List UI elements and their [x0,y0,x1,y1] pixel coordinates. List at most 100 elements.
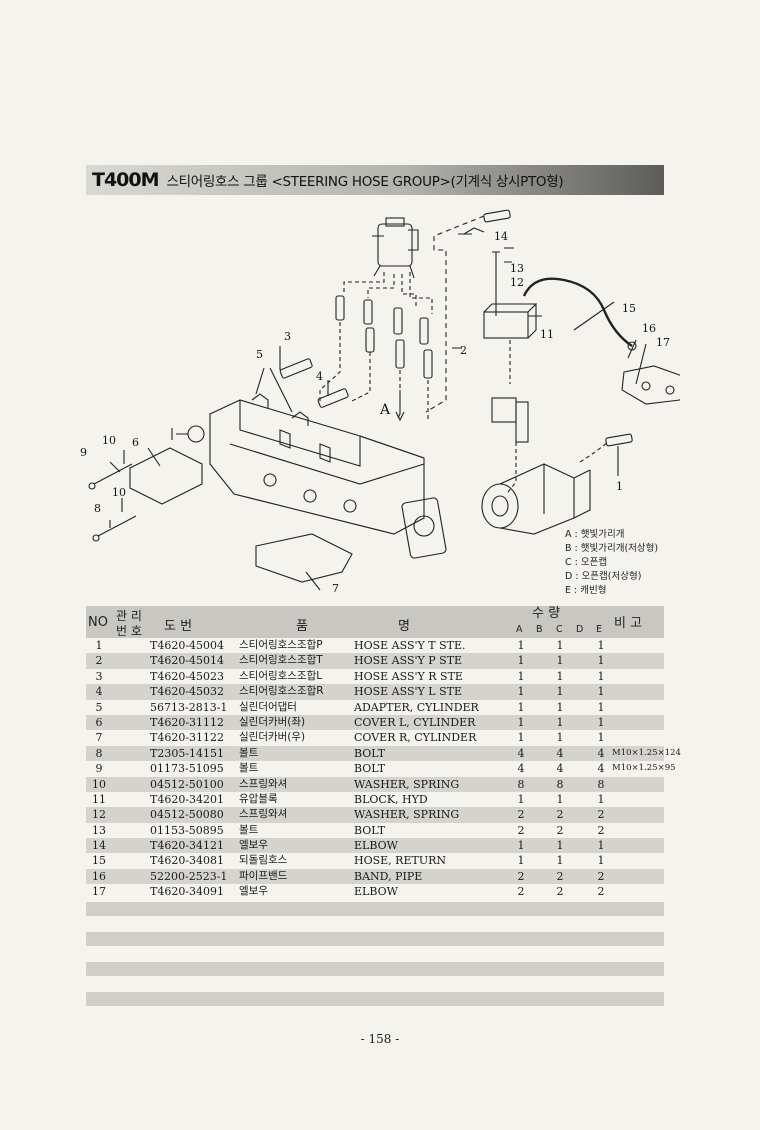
row-code: T4620-45032 [150,685,225,699]
row-qty-a: 1 [517,654,525,668]
row-qty-e: 1 [597,839,605,853]
row-qty-a: 1 [517,669,525,683]
callout-13: 13 [510,262,524,275]
row-code: 01153-50895 [150,823,224,837]
row-kor-name: 스프링와셔 [239,777,288,790]
row-kor-name: 되돌림호스 [239,854,288,867]
row-qty-e: 1 [597,669,605,683]
row-eng-name: ELBOW [354,839,398,853]
row-eng-name: HOSE ASS'Y T STE. [354,639,466,652]
row-qty-c: 1 [556,715,564,729]
row-no: 16 [92,869,106,883]
row-eng-name: BAND, PIPE [354,869,423,883]
row-code: 04512-50080 [150,808,224,822]
row-qty-c: 4 [556,746,564,760]
row-qty-a: 1 [517,715,525,729]
row-no: 11 [92,792,106,806]
row-qty-e: 8 [597,777,605,791]
cylinder-cover-left [129,447,203,505]
row-qty-c: 1 [556,639,564,652]
row-code: T4620-45014 [150,654,225,668]
row-no: 12 [92,808,106,822]
row-no: 3 [95,669,103,683]
row-kor-name: 볼트 [239,746,259,759]
callout-10a: 10 [102,434,116,447]
header-col-a: A [516,624,523,635]
row-code: T4620-34091 [150,885,225,899]
callout-9: 9 [80,446,87,459]
row-code: T4620-45023 [150,669,225,683]
row-qty-c: 1 [556,700,564,714]
row-eng-name: HOSE ASS'Y R STE [354,669,463,683]
row-qty-a: 8 [517,777,525,791]
blank-row-band [86,932,664,946]
row-code: 52200-2523-1 [150,869,228,883]
row-qty-c: 2 [556,808,564,822]
page-number: - 158 - [360,1032,400,1046]
row-qty-c: 4 [556,762,564,776]
row-qty-a: 2 [517,808,525,822]
row-qty-a: 4 [517,762,525,776]
header-code: 도 번 [164,619,193,634]
row-kor-name: 실린더카버(좌) [239,715,306,728]
callout-12: 12 [510,276,524,289]
row-no: 13 [92,823,106,837]
callout-3: 3 [284,330,291,343]
row-qty-e: 1 [597,700,605,714]
legend-c: C : 오픈캡 [565,557,608,568]
row-qty-a: 4 [517,746,525,760]
row-kor-name: 스티어링호스조합P [239,639,323,651]
header-col-e: E [596,624,603,635]
row-eng-name: COVER R, CYLINDER [354,731,477,745]
row-qty-e: 1 [597,731,605,745]
header-qty: 수 량 [532,606,561,621]
row-no: 15 [92,854,106,868]
row-qty-e: 4 [597,746,605,760]
row-eng-name: BOLT [354,746,386,760]
row-no: 4 [95,685,103,699]
row-qty-a: 1 [517,839,525,853]
row-qty-e: 4 [597,762,605,776]
row-qty-e: 1 [597,685,605,699]
group-title: 스티어링호스 그룹 <STEERING HOSE GROUP>(기계식 상시PT… [166,174,564,190]
row-qty-c: 1 [556,669,564,683]
row-no: 8 [95,746,103,760]
legend-d: D : 오픈캡(저상형) [565,571,642,582]
row-qty-a: 1 [517,639,525,652]
model-name: T400M [92,169,160,191]
row-no: 17 [92,885,106,899]
callout-5: 5 [256,348,263,361]
callout-4: 4 [316,370,323,383]
row-eng-name: BOLT [354,762,386,776]
row-eng-name: BOLT [354,823,386,837]
legend-a: A : 햇빛가리개 [565,529,625,540]
row-eng-name: WASHER, SPRING [354,777,460,791]
callout-10b: 10 [112,486,126,499]
table-header: NO 관 리 번 호 도 번 품 명 수 량 A B C D E 비 고 [86,606,664,638]
row-code: 56713-2813-1 [150,700,228,714]
row-qty-a: 2 [517,869,525,883]
row-code: T4620-34201 [150,792,225,806]
row-qty-e: 1 [597,792,605,806]
header-mgmt-top: 관 리 [116,609,142,623]
row-qty-c: 1 [556,731,564,745]
callout-11: 11 [540,328,554,341]
row-qty-e: 2 [597,885,605,899]
row-code: T2305-14151 [150,746,225,760]
row-code: T4620-45004 [150,639,225,652]
callout-A: A [379,402,391,418]
row-kor-name: 엘보우 [239,839,268,852]
callout-8: 8 [94,502,101,515]
hydraulic-block [483,311,529,339]
